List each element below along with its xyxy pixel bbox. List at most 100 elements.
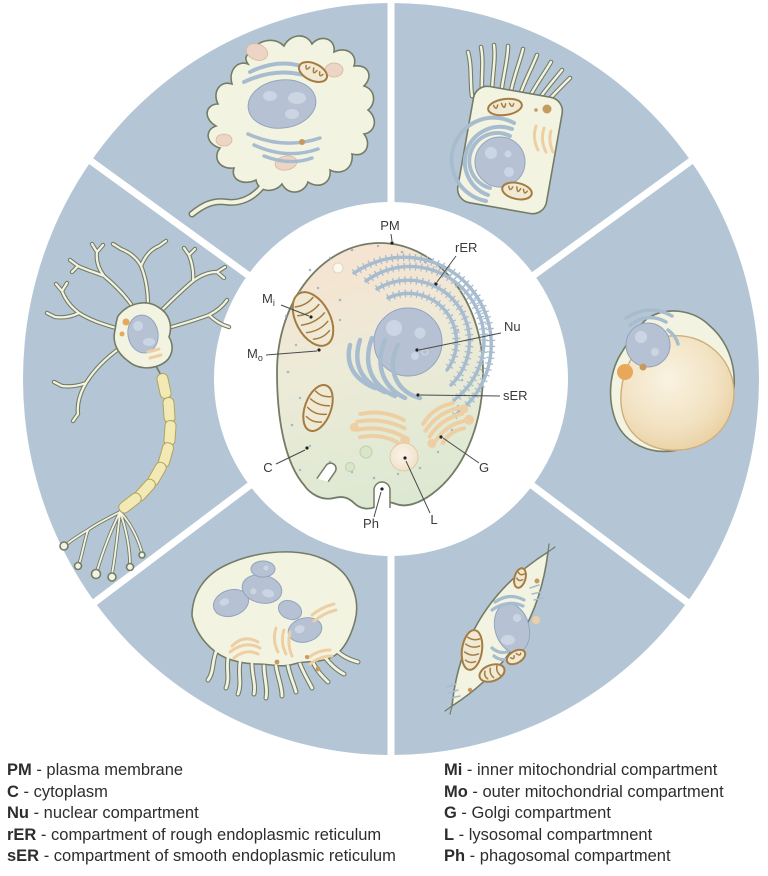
pointer-line-mi [280,304,310,317]
central-generic-cell [276,242,491,510]
nuclei-cluster [212,560,323,643]
vesicle [332,262,344,274]
legend-abbr: Nu [7,804,29,823]
legend-desc: lysosomal compartmnent [468,825,653,844]
golgi [228,602,338,666]
vesicle [534,108,538,112]
legend-item-nu: Nu - nuclear compartment [7,804,199,823]
sector-divider-lower-left [77,482,253,617]
label-pm: PM [380,218,400,233]
golgi [532,124,555,154]
legend-item-pm: PM - plasma membrane [7,761,184,779]
golgi [146,347,163,360]
legend-item-c: C - cytoplasm [7,782,108,801]
label-g: G [479,460,489,475]
golgi [421,401,475,448]
nucleus [625,322,671,368]
cell-types-diagram: PM rER Mi Mo Nu sER C G Ph L [23,0,759,756]
label-rer: rER [455,240,477,255]
legend-item-ph: Ph - phagosomal compartment [444,847,671,866]
pointer-line-ph [373,491,382,518]
axon-terminals [59,541,146,582]
pointer-line-c [275,449,306,465]
membrane-frills [446,584,544,699]
pointer-line-g [442,437,480,464]
legend-abbr: rER [7,825,37,844]
nucleus [247,79,317,129]
vesicle [542,104,552,114]
mitochondrion [302,384,334,432]
mitochondrion [505,648,527,666]
sector-dividers [73,0,709,756]
er-arcs [246,132,322,164]
legend-abbr: G [444,804,457,823]
er-arcs [624,308,680,346]
mitochondrion [487,97,523,117]
vesicle [119,331,125,337]
legend-item-ser: sER - compartment of smooth endoplasmic … [7,847,396,866]
myelin-sheath [118,373,177,514]
nucleus [474,136,526,188]
legend-desc: outer mitochondrial compartment [482,782,724,801]
legend-desc: compartment of smooth endoplasmic reticu… [53,847,396,866]
legend-desc: nuclear compartment [43,804,199,823]
pointer-line-pm [390,233,393,242]
legend-abbr: C [7,782,19,801]
legend-item-l: L - lysosomal compartmnent [444,825,653,844]
pointer-line-rer [436,255,457,283]
neuron-cell [47,241,229,582]
pointer-line-nu [418,332,502,351]
mitochondrion [513,567,527,589]
mitochondrion [478,663,506,683]
label-mo: Mo [247,346,263,363]
legend-abbr: L [444,825,455,844]
legend-abbr: sER [7,847,40,866]
legend-column-left: PM - plasma membrane C - cytoplasm Nu - … [7,760,396,868]
vesicle [345,462,355,472]
label-ser: sER [503,388,528,403]
smooth-er [346,335,423,401]
adipocyte-cell [609,308,736,453]
legend-item-mo: Mo - outer mitochondrial compartment [444,782,724,801]
legend-item-mi: Mi - inner mitochondrial compartment [444,761,718,779]
mitochondrion [297,61,329,83]
vesicle [122,318,130,326]
pointer-line-l [405,460,431,514]
sector-divider-upper-right [531,146,709,279]
vesicle [359,445,373,459]
legend-abbr: PM [7,761,32,779]
mitochondrion [291,291,335,347]
vesicle [532,616,540,624]
legend-abbr: Ph [444,847,466,866]
vesicle [245,43,269,61]
vesicle [299,139,305,145]
label-l: L [430,512,437,527]
ciliated-epithelial-cell [449,45,570,215]
legend-desc: plasma membrane [46,761,184,779]
mitochondrion [501,181,533,201]
vesicle [215,133,233,147]
smooth-muscle-cell [444,543,556,715]
membrane-invagination [316,462,337,483]
osteoclast-cell [191,551,358,698]
label-ph: Ph [363,516,379,531]
label-nu: Nu [504,319,521,334]
er-arcs [449,115,516,203]
pointer-line-ser [419,394,501,397]
sector-divider-upper-left [73,146,251,279]
mitochondrion [460,629,484,671]
legend-desc: phagosomal compartment [479,847,671,866]
legend-desc: cytoplasm [33,782,108,801]
vesicle [315,666,321,672]
legend-item-rer: rER - compartment of rough endoplasmic r… [7,825,382,844]
legend-desc: Golgi compartment [471,804,611,823]
vesicle [305,655,309,659]
central-labels: PM rER Mi Mo Nu sER C G Ph L [247,218,528,531]
vesicle [639,363,647,371]
pointer-line-mo [265,350,318,356]
legend-column-right: Mi - inner mitochondrial compartment Mo … [444,760,724,868]
legend-abbr: Mo [444,782,468,801]
vesicle [534,578,540,584]
vesicle [274,659,280,665]
